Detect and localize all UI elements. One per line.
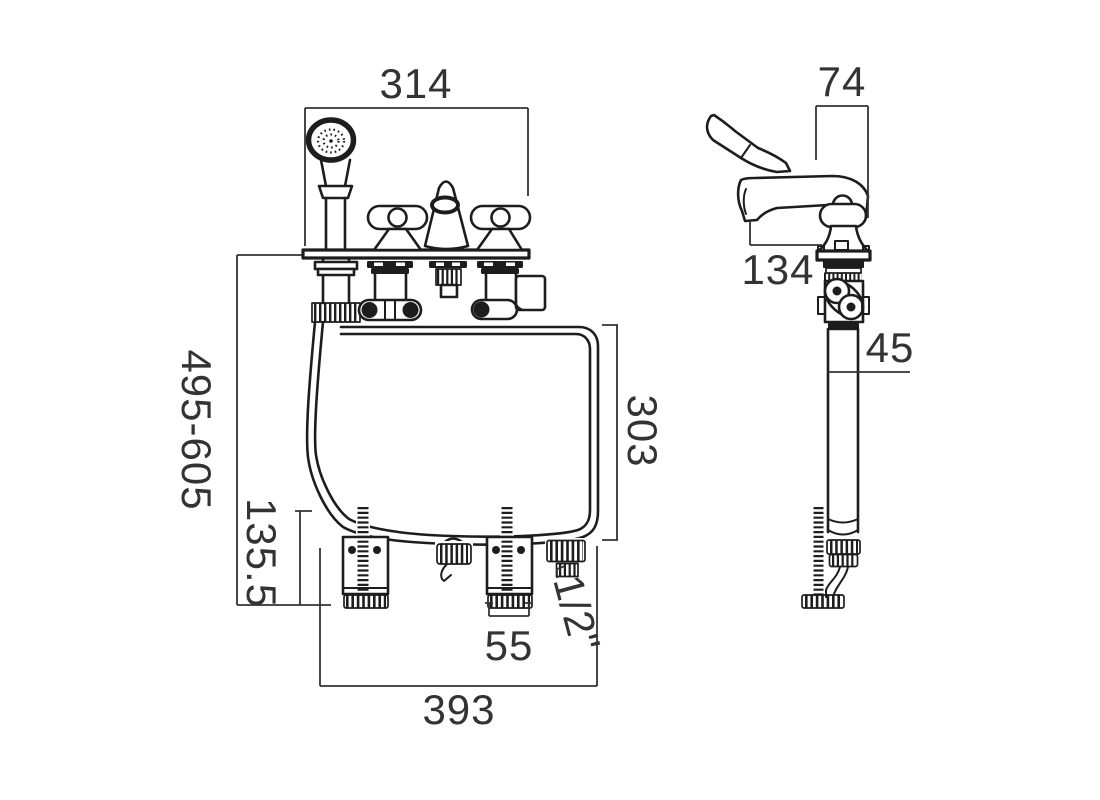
spout-front xyxy=(423,180,470,251)
valve-cartridge-side xyxy=(817,260,870,329)
dim-overall-width-label: 393 xyxy=(422,686,495,733)
dim-body-top-width: 74 xyxy=(815,58,869,218)
riser-tube-side xyxy=(826,327,860,536)
screw-hole-icon xyxy=(348,546,356,554)
dim-tube-diameter-label: 45 xyxy=(866,324,915,371)
dim-below-deck-height-label: 135.5 xyxy=(238,498,285,608)
dim-hose-loop-height: 303 xyxy=(602,324,666,541)
dim-tube-diameter: 45 xyxy=(828,324,915,373)
dim-height-range: 495-605 xyxy=(173,254,331,606)
dim-connector-thread: 1/2" xyxy=(544,565,610,657)
dim-body-top-width-label: 74 xyxy=(818,58,867,105)
mounting-bracket-left xyxy=(341,535,390,609)
half-inch-connector xyxy=(545,538,587,582)
dimensions-front: 314 495-605 135.5 303 393 55 xyxy=(173,60,666,733)
dim-deck-width: 314 xyxy=(304,60,529,246)
deck-plate-side xyxy=(815,249,872,262)
valve-body-left xyxy=(357,261,423,322)
hose-loop xyxy=(305,320,600,548)
elbow-outlet xyxy=(514,274,547,312)
dim-height-range-label: 495-605 xyxy=(173,349,220,510)
mounting-rod-right xyxy=(500,506,514,598)
screw-hole-icon xyxy=(373,546,381,554)
dim-connector-thread-label: 1/2" xyxy=(544,570,609,657)
screw-hole-icon xyxy=(517,546,525,554)
hose-outlet-fitting xyxy=(435,541,473,582)
dimensions-side: 74 134 45 xyxy=(741,58,915,373)
dim-spout-reach: 134 xyxy=(741,221,822,293)
dim-overall-width: 393 xyxy=(319,546,598,733)
cross-handle-right xyxy=(469,204,532,252)
shower-hose-connection xyxy=(311,257,361,323)
tube-fittings-side xyxy=(825,539,861,598)
front-view: 314 495-605 135.5 303 393 55 xyxy=(173,60,666,733)
side-view: 74 134 45 xyxy=(705,58,915,609)
dim-spout-reach-label: 134 xyxy=(741,246,814,293)
base-cone-side xyxy=(816,224,870,253)
cross-handle-left xyxy=(366,204,429,252)
handshower-side xyxy=(705,113,792,174)
mounting-bracket-right xyxy=(485,535,534,609)
dim-below-deck-height: 135.5 xyxy=(238,498,312,608)
dim-bracket-width: 55 xyxy=(485,602,534,669)
screw-hole-icon xyxy=(492,546,500,554)
valve-body-right xyxy=(470,261,547,321)
handshower-front xyxy=(305,117,357,252)
dim-deck-width-label: 314 xyxy=(379,60,452,107)
spout-shank xyxy=(429,261,467,299)
deck-rim xyxy=(862,245,870,252)
mounting-rod-left xyxy=(356,506,370,598)
mounting-rod-side xyxy=(812,506,825,598)
spray-holes xyxy=(316,128,346,154)
dim-bracket-width-label: 55 xyxy=(485,622,534,669)
dim-hose-loop-height-label: 303 xyxy=(619,394,666,467)
spout-ring xyxy=(430,195,460,215)
hose-hook xyxy=(440,563,452,582)
spray-holes xyxy=(322,133,340,149)
wall-foot-side xyxy=(801,594,845,609)
deck-rim xyxy=(817,245,825,252)
